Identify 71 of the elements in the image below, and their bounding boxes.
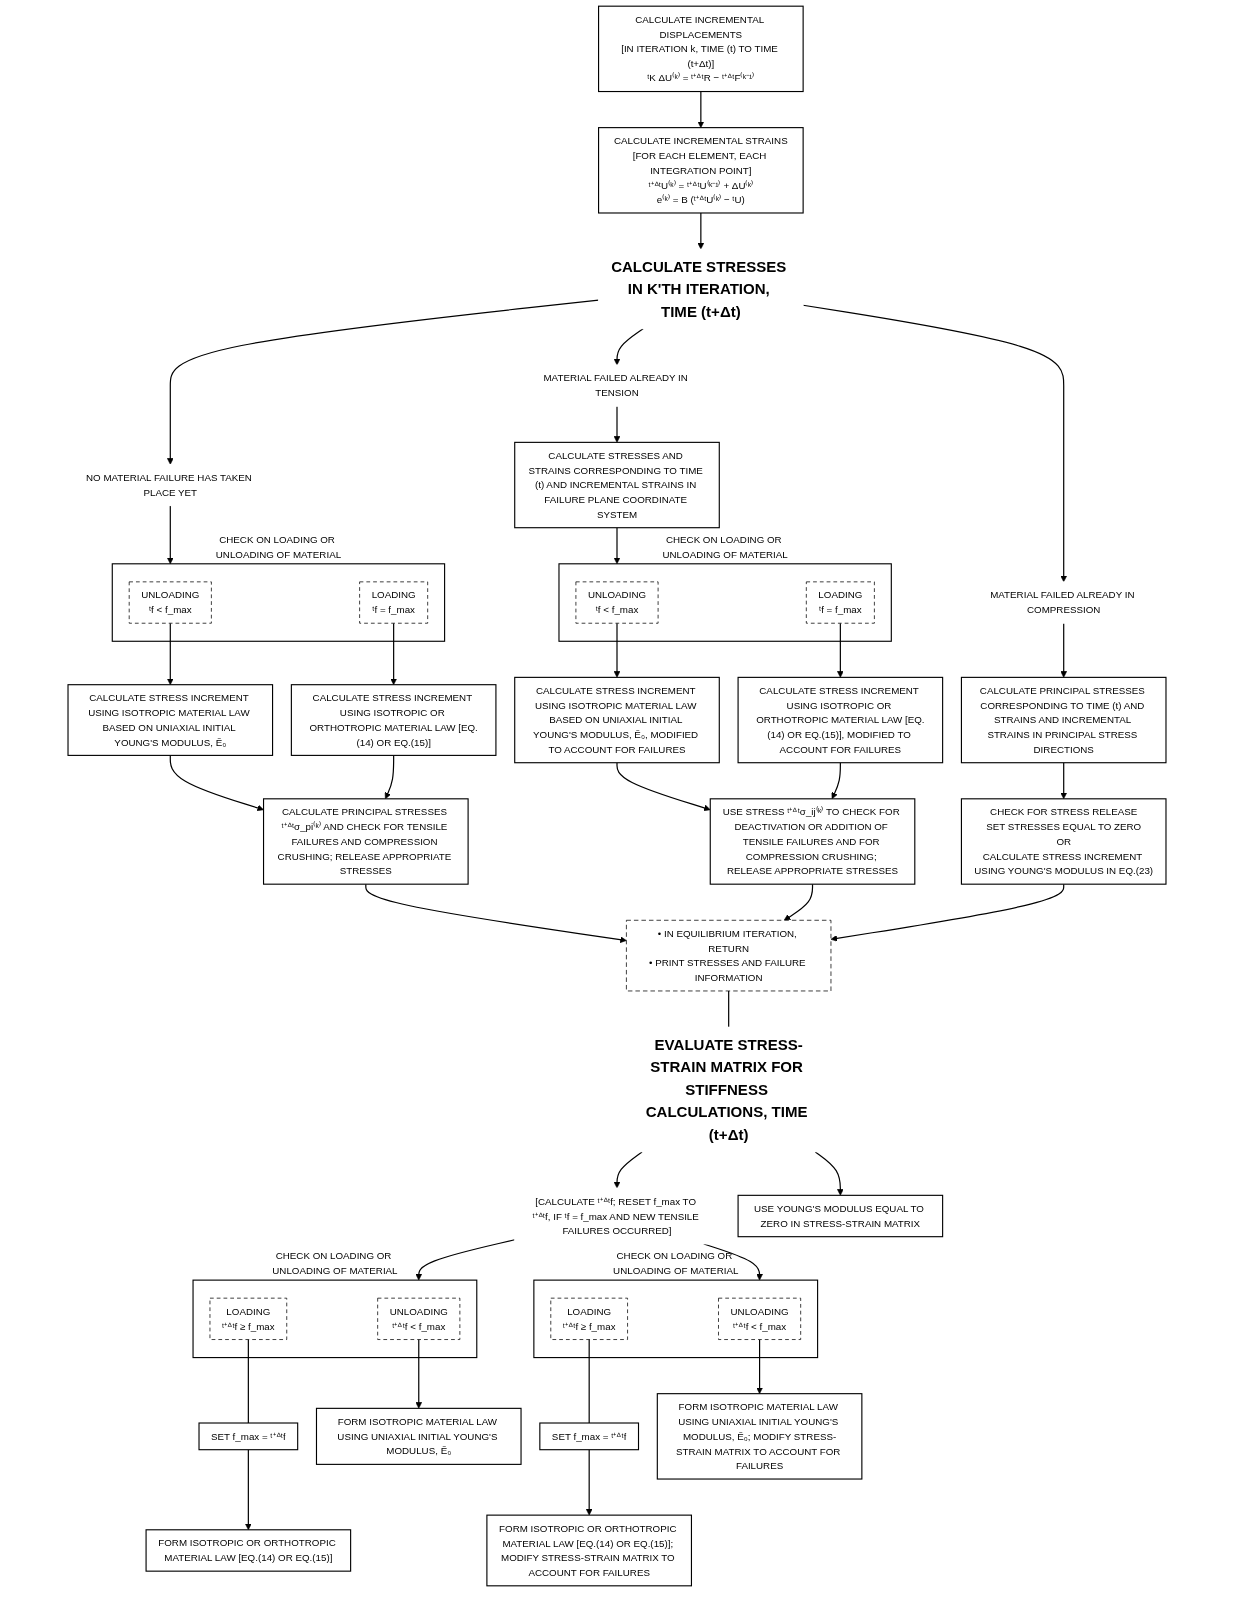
node-box: UNLOADING ᵗ⁺ᐞᵗf < f_max: [717, 1297, 801, 1340]
node-text: MATERIAL FAILED ALREADY IN TENSION: [542, 372, 688, 399]
connector: [727, 990, 729, 1028]
arrow: [585, 1449, 592, 1516]
node-box: LOADING ᵗ⁺ᐞᵗf ≥ f_max: [549, 1297, 628, 1340]
node-box: CALCULATE INCREMENTAL DISPLACEMENTS [IN ITERATION k, TIME (t) TO TIME (t+Δt)] ᵗK ΔU⁽ᵏ⁾ = ᵗ⁺ᐞᵗR − ᵗ⁺ᐞᵗF⁽ᵏ⁻¹⁾: [597, 5, 804, 93]
node-box: CHECK FOR STRESS RELEASE SET STRESSES EQUAL TO ZERO OR CALCULATE STRESS INCREMENT USING YOUNG'S MODULUS IN EQ.(23): [960, 798, 1167, 885]
node-box: CALCULATE STRESS INCREMENT USING ISOTROPIC OR ORTHOTROPIC MATERIAL LAW [EQ.(14) OR EQ.(15)], MODIFIED TO ACCOUNT FOR FAILURES: [737, 676, 943, 764]
arrow: [166, 299, 599, 465]
node-box: • IN EQUILIBRIUM ITERATION, RETURN • PRINT STRESSES AND FAILURE INFORMATION: [625, 919, 831, 992]
node-text: MATERIAL FAILED ALREADY IN COMPRESSION: [989, 589, 1135, 616]
arrow: [831, 762, 841, 800]
arrow: [783, 883, 813, 921]
arrow: [244, 1449, 252, 1531]
node-text: EVALUATE STRESS-STRAIN MATRIX FOR STIFFNESS CALCULATIONS, TIME (t+Δt): [645, 1036, 807, 1143]
node-box: USE STRESS ᵗ⁺ᐞᵗσ_ij⁽ᵏ⁾ TO CHECK FOR DEACTIVATION OR ADDITION OF TENSILE FAILURES AND FOR COMPRESSION CRUSHING; RELEASE APPROPRIATE STRESSES: [709, 798, 915, 885]
arrow: [814, 1151, 844, 1196]
cluster: [111, 563, 445, 642]
cluster: [557, 563, 892, 642]
arrow: [613, 527, 620, 565]
node-text: CALCULATE STRESSES IN K'TH ITERATION, TIME (t+Δt): [610, 258, 786, 320]
node-box: CALCULATE STRESS INCREMENT USING ISOTROPIC MATERIAL LAW BASED ON UNIAXIAL INITIAL YOUNG'S MODULUS, Ẽ₀: [66, 684, 273, 756]
arrow: [166, 505, 174, 565]
node-text: [CALCULATE ᵗ⁺ᐞᵗf; RESET f_max TO ᵗ⁺ᐞᵗf, IF ᵗf = f_max AND NEW TENSILE FAILURES OCCURRED]: [531, 1195, 699, 1237]
connector: [588, 1338, 590, 1424]
node-box: CALCULATE STRESS INCREMENT USING ISOTROPIC MATERIAL LAW BASED ON UNIAXIAL INITIAL YOUNG'S MODULUS, Ẽ₀, MODIFIED TO ACCOUNT FOR FAILURES: [513, 676, 720, 764]
node-box: CALCULATE INCREMENTAL STRAINS [FOR EACH ELEMENT, EACH INTEGRATION POINT] ᵗ⁺ᐞᵗU⁽ᵏ⁾ = ᵗ⁺ᐞᵗU⁽ᵏ⁻¹⁾ + ΔU⁽ᵏ⁾ e⁽ᵏ⁾ = B (ᵗ⁺ᐞᵗU⁽ᵏ⁾ − ᵗU): [597, 127, 804, 214]
arrow: [1059, 762, 1067, 800]
node-box: LOADING ᵗf = f_max: [358, 581, 428, 624]
arrow: [389, 622, 397, 685]
node-label: CHECK ON LOADING OR UNLOADING OF MATERIAL: [271, 1250, 398, 1276]
node-box: FORM ISOTROPIC MATERIAL LAW USING UNIAXIAL INITIAL YOUNG'S MODULUS, Ẽ₀; MODIFY STRESS-STRAIN MATRIX TO ACCOUNT FOR FAILURES: [656, 1393, 862, 1480]
arrow: [836, 622, 844, 678]
arrow: [1059, 622, 1067, 678]
node-box: CALCULATE STRESSES AND STRAINS CORRESPONDING TO TIME (t) AND INCREMENTAL STRAINS IN FAILURE PLANE COORDINATE SYSTEM: [513, 441, 720, 529]
arrow: [414, 1338, 422, 1409]
arrow: [697, 90, 704, 128]
arrow: [613, 328, 644, 366]
node-box: LOADING ᵗ⁺ᐞᵗf ≥ f_max: [209, 1297, 287, 1340]
node-box: USE YOUNG'S MODULUS EQUAL TO ZERO IN STRESS-STRAIN MATRIX: [737, 1194, 943, 1238]
node-label: CHECK ON LOADING OR UNLOADING OF MATERIAL: [215, 533, 341, 560]
node-box: CALCULATE PRINCIPAL STRESSES ᵗ⁺ᐞᵗσ_pi⁽ᵏ⁾ AND CHECK FOR TENSILE FAILURES AND COMPRESSION CRUSHING; RELEASE APPROPRIATE STRESSES: [262, 798, 469, 885]
node-text: NO MATERIAL FAILURE HAS TAKEN PLACE YET: [85, 471, 252, 498]
arrow: [697, 212, 704, 250]
node-box: SET f_max = ᵗ⁺ᐞᵗf: [538, 1422, 639, 1451]
node-box: CALCULATE PRINCIPAL STRESSES CORRESPONDING TO TIME (t) AND STRAINS AND INCREMENTAL STRAINS IN PRINCIPAL STRESS DIRECTIONS: [960, 676, 1167, 764]
node-box: UNLOADING ᵗ⁺ᐞᵗf < f_max: [376, 1297, 460, 1340]
node-label: CHECK ON LOADING OR UNLOADING OF MATERIAL: [612, 1250, 738, 1276]
arrow: [613, 622, 620, 678]
arrow: [613, 1151, 643, 1189]
node-box: CALCULATE STRESS INCREMENT USING ISOTROPIC OR ORTHOTROPIC MATERIAL LAW [EQ.(14) OR EQ.(15)]: [290, 684, 496, 756]
node-label: CHECK ON LOADING OR UNLOADING OF MATERIAL: [661, 533, 788, 560]
cluster: [532, 1279, 818, 1359]
arrow: [830, 883, 1064, 942]
arrow: [414, 1239, 515, 1281]
arrow: [169, 754, 264, 812]
node-box: FORM ISOTROPIC OR ORTHOTROPIC MATERIAL LAW [EQ.(14) OR EQ.(15)]; MODIFY STRESS-STRAIN MATRIX TO ACCOUNT FOR FAILURES: [485, 1514, 692, 1587]
arrow: [613, 405, 620, 443]
cluster: [191, 1279, 477, 1359]
node-box: SET f_max = ᵗ⁺ᐞᵗf: [197, 1422, 298, 1451]
node-box: UNLOADING ᵗf < f_max: [575, 581, 658, 624]
connector: [247, 1338, 249, 1424]
arrow: [166, 622, 174, 685]
arrow: [384, 754, 394, 800]
node-box: FORM ISOTROPIC OR ORTHOTROPIC MATERIAL LAW [EQ.(14) OR EQ.(15)]: [145, 1529, 351, 1572]
node-box: FORM ISOTROPIC MATERIAL LAW USING UNIAXIAL INITIAL YOUNG'S MODULUS, Ẽ₀: [315, 1407, 522, 1465]
node-box: UNLOADING ᵗf < f_max: [128, 581, 212, 624]
node-box: LOADING ᵗf = f_max: [805, 581, 875, 624]
arrow: [364, 883, 627, 943]
arrow: [755, 1338, 763, 1394]
arrow: [802, 304, 1067, 583]
